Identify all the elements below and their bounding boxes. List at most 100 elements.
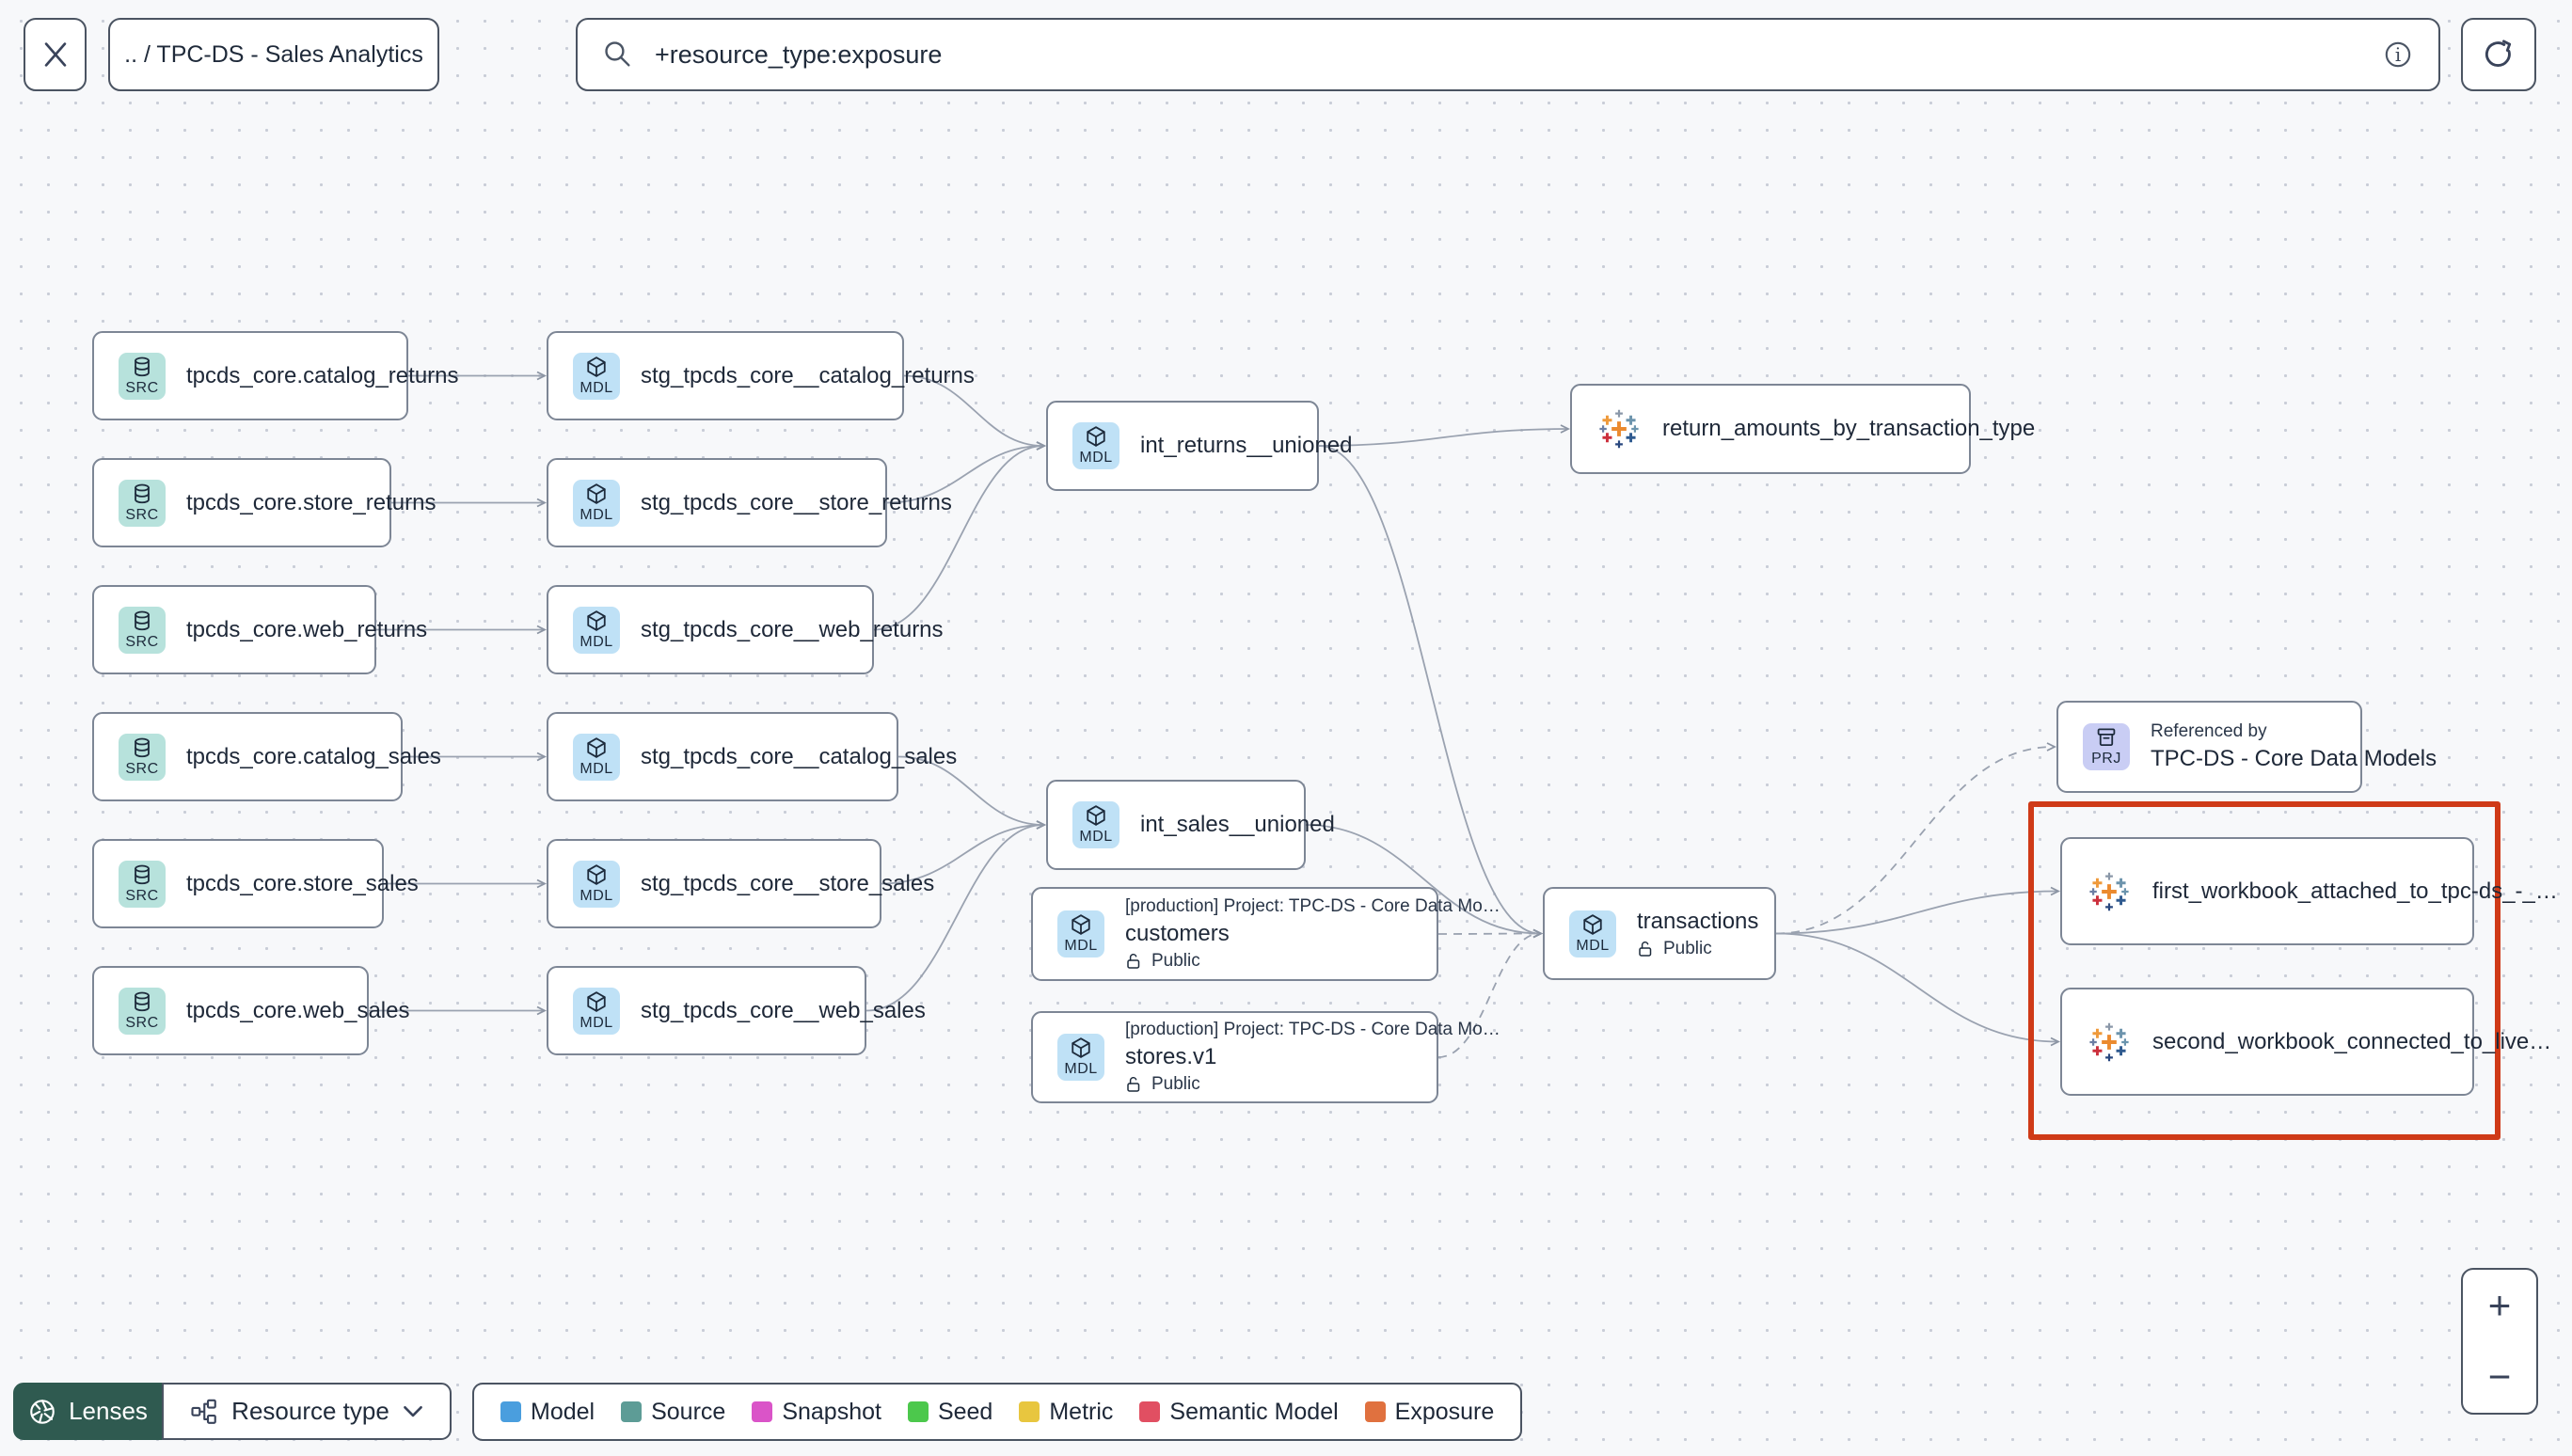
node-title: return_amounts_by_transaction_type <box>1662 416 2036 441</box>
cube-icon <box>1087 805 1105 826</box>
node-visibility: Public <box>1125 951 1412 972</box>
lineage-node-customers[interactable]: MDL[production] Project: TPC-DS - Core D… <box>1031 887 1500 981</box>
database-icon <box>135 483 150 503</box>
edge-stg_catalog_sales-to-int_sales <box>897 755 1047 830</box>
resource-badge-src: SRC <box>119 860 166 908</box>
cube-icon <box>1087 426 1105 447</box>
node-sublabel: [production] Project: TPC-DS - Core Data… <box>1125 896 1500 916</box>
refresh-button[interactable] <box>2461 18 2536 91</box>
lineage-node-src_store_sales[interactable]: SRC tpcds_core.store_sales <box>92 839 419 928</box>
lineage-node-exp_first[interactable]: first_workbook_attached_to_tpc-ds_-_… <box>2060 837 2558 945</box>
breadcrumb-label: .. / TPC-DS - Sales Analytics <box>124 40 423 68</box>
database-icon <box>135 737 150 757</box>
close-button[interactable] <box>24 18 87 91</box>
cube-icon <box>587 736 606 758</box>
node-title: tpcds_core.store_sales <box>186 870 419 896</box>
lineage-node-stg_catalog_sales[interactable]: MDL stg_tpcds_core__catalog_sales <box>547 712 958 801</box>
legend-item-seed: Seed <box>907 1399 992 1426</box>
resource-type-button[interactable]: Resource type <box>162 1383 452 1440</box>
cube-icon <box>587 863 606 885</box>
search-input[interactable] <box>653 39 2382 71</box>
zoom-controls: + − <box>2461 1268 2538 1415</box>
info-icon[interactable]: i <box>2382 39 2414 71</box>
chevron-down-icon <box>403 1405 423 1418</box>
edge-stg_store_sales-to-int_sales <box>881 820 1047 885</box>
resource-type-label: Resource type <box>231 1397 389 1425</box>
tableau-icon <box>1599 409 1639 449</box>
search-icon <box>602 39 634 71</box>
node-title: tpcds_core.web_sales <box>186 997 410 1023</box>
lock-open-icon <box>1127 1076 1140 1092</box>
resource-badge-mdl: MDL <box>573 606 620 654</box>
lens-aperture-icon <box>27 1397 57 1427</box>
edge-transactions-to-prj_ref <box>1775 742 2057 935</box>
zoom-in-button[interactable]: + <box>2463 1270 2536 1341</box>
resource-badge-mdl: MDL <box>573 860 620 908</box>
close-icon <box>40 39 71 71</box>
node-visibility: Public <box>1637 939 1750 959</box>
lineage-node-src_web_returns[interactable]: SRC tpcds_core.web_returns <box>92 585 428 674</box>
node-title: stg_tpcds_core__catalog_returns <box>641 362 975 388</box>
edge-customers-to-transactions <box>1437 928 1544 939</box>
breadcrumb[interactable]: .. / TPC-DS - Sales Analytics <box>108 18 439 91</box>
archive-box-icon <box>2097 728 2116 747</box>
resource-badge-mdl: MDL <box>1072 422 1119 469</box>
edge-int_sales-to-transactions <box>1305 824 1544 939</box>
edge-stg_web_sales-to-int_sales <box>865 820 1047 1012</box>
node-title: tpcds_core.store_returns <box>186 489 437 515</box>
cube-icon <box>587 483 606 504</box>
zoom-out-button[interactable]: − <box>2463 1341 2536 1413</box>
resource-badge-mdl: MDL <box>1057 1034 1104 1081</box>
node-title: stg_tpcds_core__catalog_sales <box>641 743 958 769</box>
edge-stg_catalog_returns-to-int_returns <box>903 374 1047 451</box>
node-title: int_sales__unioned <box>1140 812 1335 837</box>
node-title: tpcds_core.catalog_returns <box>186 362 459 388</box>
edge-stg_web_returns-to-int_returns <box>873 441 1047 631</box>
edge-transactions-to-exp_first <box>1775 886 2061 935</box>
node-sublabel: [production] Project: TPC-DS - Core Data… <box>1125 1020 1500 1039</box>
search-bar[interactable]: i <box>576 18 2440 91</box>
resource-badge-src: SRC <box>119 606 166 654</box>
database-icon <box>135 356 150 376</box>
lineage-node-stores[interactable]: MDL [production] Project: TPC-DS - Core D… <box>1031 1011 1500 1103</box>
legend-swatch <box>1019 1401 1040 1422</box>
lineage-node-exp_second[interactable]: second_workbook_connected_to_live… <box>2060 988 2552 1096</box>
node-title: tpcds_core.web_returns <box>186 616 428 642</box>
legend-swatch <box>1139 1401 1161 1422</box>
node-title: second_workbook_connected_to_live… <box>2152 1028 2552 1054</box>
legend-swatch <box>907 1401 929 1422</box>
database-icon <box>135 864 150 884</box>
lock-open-icon <box>1127 953 1140 969</box>
lineage-node-exp_return_amounts[interactable]: return_amounts_by_transaction_type <box>1570 384 2036 474</box>
lineage-node-stg_web_sales[interactable]: MDL stg_tpcds_core__web_sales <box>547 966 926 1055</box>
legend-item-exposure: Exposure <box>1364 1399 1494 1426</box>
tableau-icon <box>2089 1022 2129 1061</box>
edge-int_returns-to-transactions <box>1318 445 1544 939</box>
cube-icon <box>1583 913 1602 935</box>
lineage-node-stg_store_sales[interactable]: MDL stg_tpcds_core__store_sales <box>547 839 935 928</box>
node-title: customers <box>1125 921 1230 946</box>
node-title: stg_tpcds_core__store_sales <box>641 870 935 896</box>
resource-badge-mdl: MDL <box>573 987 620 1035</box>
lenses-button[interactable]: Lenses <box>13 1383 162 1440</box>
node-title: stg_tpcds_core__web_sales <box>641 997 926 1023</box>
resource-badge-mdl: MDL <box>1569 910 1616 957</box>
resource-badge-prj: PRJ <box>2083 723 2130 770</box>
node-title: tpcds_core.catalog_sales <box>186 743 441 769</box>
resource-badge-mdl: MDL <box>573 733 620 781</box>
node-title: TPC-DS - Core Data Models <box>2151 746 2437 771</box>
selection-highlight-box <box>2028 801 2501 1140</box>
